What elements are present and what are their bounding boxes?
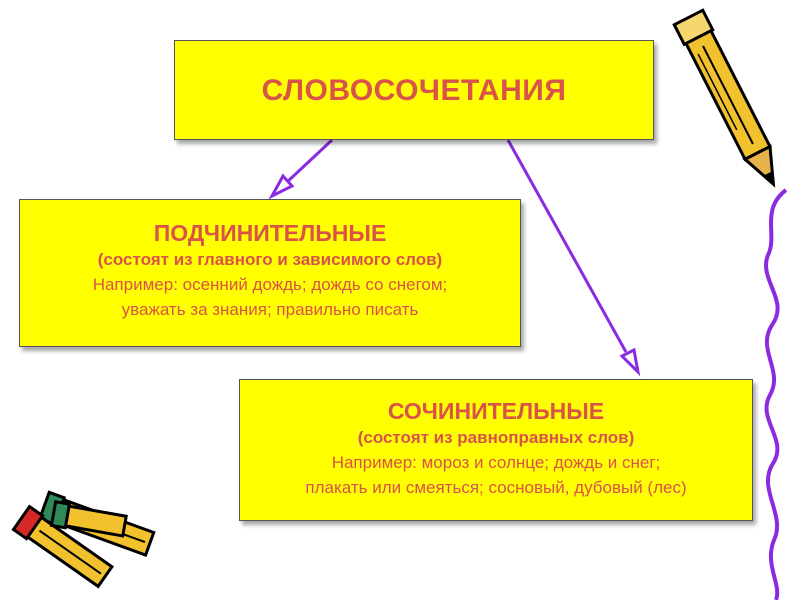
subordinate-box: ПОДЧИНИТЕЛЬНЫЕ (состоят из главного и за… xyxy=(19,199,521,347)
arrow-icon xyxy=(268,138,334,200)
pencil-icon xyxy=(672,8,776,188)
coordinate-example-line2: плакать или смеяться; сосновый, дубовый … xyxy=(305,478,687,497)
pencil-icon xyxy=(11,504,115,589)
subordinate-example-line1: Например: осенний дождь; дождь со снегом… xyxy=(92,275,448,294)
subordinate-example-line2: уважать за знания; правильно писать xyxy=(121,300,419,319)
coordinate-heading: СОЧИНИТЕЛЬНЫЕ xyxy=(387,398,605,424)
coordinate-description: (состоят из равноправных слов) xyxy=(357,428,635,447)
subordinate-description: (состоят из главного и зависимого слов) xyxy=(97,250,443,269)
arrow-icon xyxy=(506,139,641,377)
pencil-icon xyxy=(49,500,128,538)
subordinate-heading: ПОДЧИНИТЕЛЬНЫЕ xyxy=(153,220,387,246)
coordinate-box: СОЧИНИТЕЛЬНЫЕ (состоят из равноправных с… xyxy=(239,379,753,521)
wavy-line-icon xyxy=(764,188,788,600)
coordinate-example-line1: Например: мороз и солнце; дождь и снег; xyxy=(331,453,661,472)
root-box: СЛОВОСОЧЕТАНИЯ xyxy=(174,40,654,140)
root-title: СЛОВОСОЧЕТАНИЯ xyxy=(261,74,567,107)
